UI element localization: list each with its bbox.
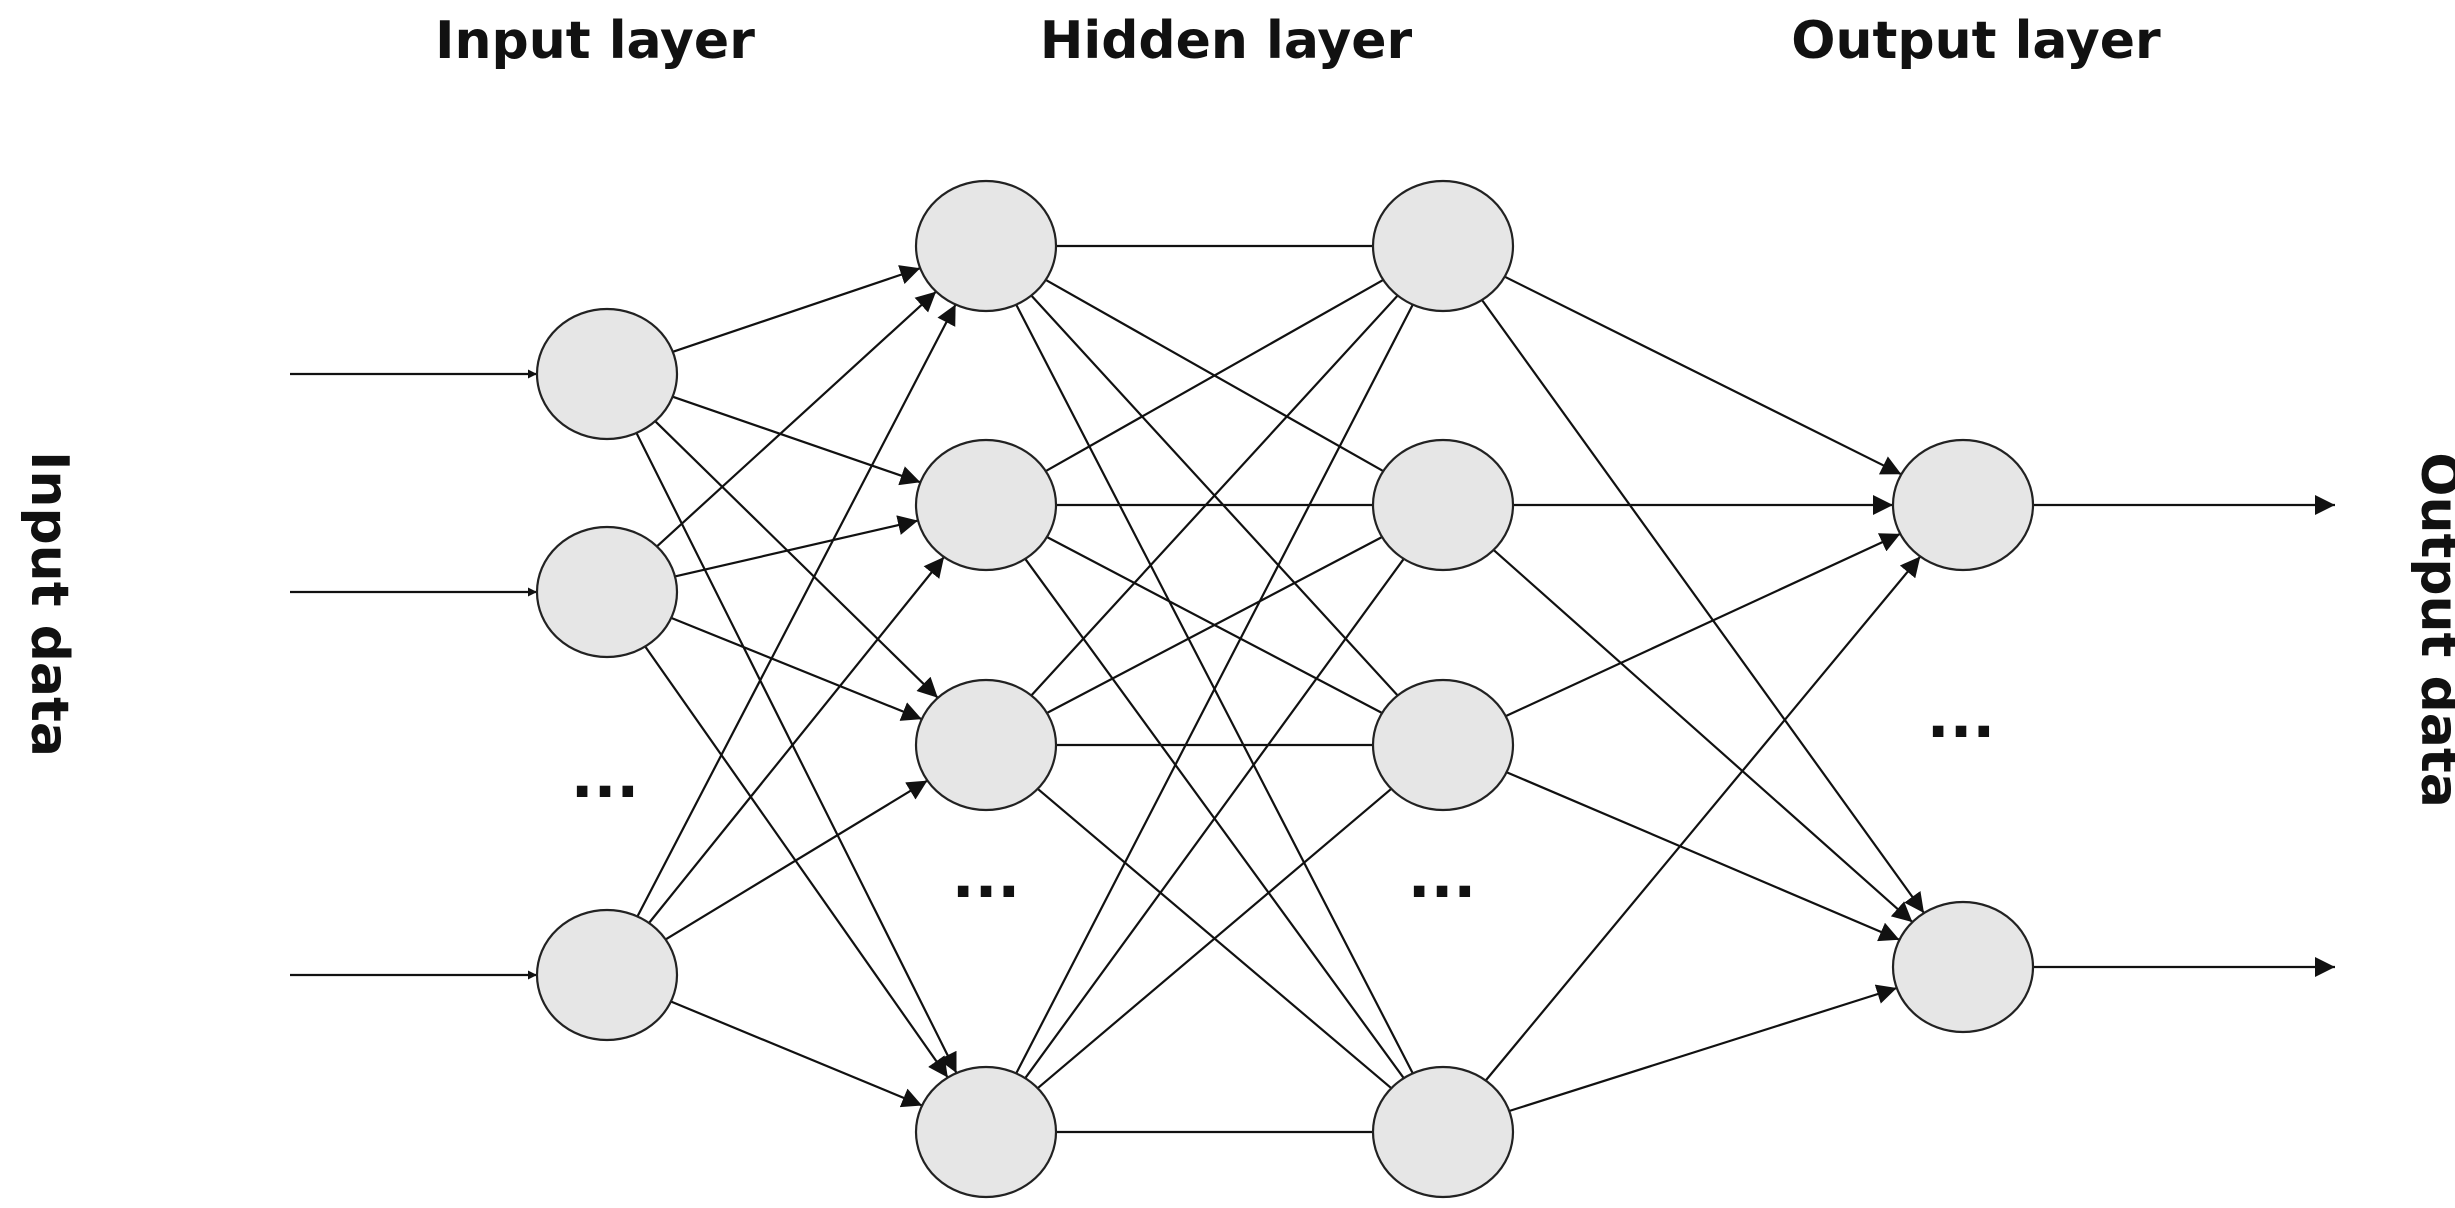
hidden-layer-2-ellipsis: ··· xyxy=(1408,857,1476,927)
input-hidden-connection xyxy=(644,645,949,1079)
hidden-output-connection xyxy=(1505,532,1901,718)
hidden-hidden-connection xyxy=(1030,294,1399,697)
hidden-output-connection xyxy=(1504,275,1902,476)
input-hidden-connection xyxy=(665,779,928,941)
hidden-hidden-connection xyxy=(1015,304,1414,1074)
hidden-hidden-connection xyxy=(1024,558,1405,1079)
output-layer-title: Output layer xyxy=(1791,11,2161,71)
input-hidden-connection xyxy=(672,265,921,353)
output-node xyxy=(1891,438,2035,572)
hidden-1-node xyxy=(914,179,1058,313)
input-node xyxy=(535,307,679,441)
output-node xyxy=(1891,900,2035,1034)
nodes xyxy=(535,179,2035,1199)
connections xyxy=(290,244,2335,1134)
hidden-output-connection xyxy=(1492,549,1914,923)
hidden-hidden-connection xyxy=(1036,787,1393,1090)
hidden-hidden-connection xyxy=(1046,536,1383,714)
hidden-1-node xyxy=(914,438,1058,572)
input-hidden-connection xyxy=(674,515,919,578)
hidden-2-node xyxy=(1371,438,1515,572)
hidden-layer-1-ellipsis: ··· xyxy=(952,857,1020,927)
input-node xyxy=(535,525,679,659)
hidden-output-connection xyxy=(1506,771,1900,942)
hidden-layer-title: Hidden layer xyxy=(1040,11,1413,71)
input-hidden-connection xyxy=(670,1000,923,1108)
hidden-2-node xyxy=(1371,179,1515,313)
hidden-1-node xyxy=(914,1065,1058,1199)
hidden-2-node xyxy=(1371,1065,1515,1199)
input-hidden-connection xyxy=(635,432,958,1074)
hidden-output-connection xyxy=(1481,299,1925,914)
hidden-2-node xyxy=(1371,678,1515,812)
input-hidden-connection xyxy=(656,290,937,548)
input-hidden-connection xyxy=(654,420,939,699)
output-layer-ellipsis: ··· xyxy=(1927,697,1995,767)
input-hidden-connection xyxy=(648,556,945,924)
output-data-label: Output data xyxy=(2409,452,2455,808)
hidden-output-connection xyxy=(1484,555,1922,1082)
input-hidden-connection xyxy=(670,616,923,721)
input-node xyxy=(535,908,679,1042)
hidden-hidden-connection xyxy=(1045,278,1384,473)
input-hidden-connection xyxy=(636,303,957,918)
input-layer-title: Input layer xyxy=(435,11,755,71)
hidden-1-node xyxy=(914,678,1058,812)
input-layer-ellipsis: ··· xyxy=(571,757,639,827)
input-hidden-connection xyxy=(672,395,921,486)
input-data-label: Input data xyxy=(19,451,79,757)
hidden-output-connection xyxy=(1508,984,1898,1113)
